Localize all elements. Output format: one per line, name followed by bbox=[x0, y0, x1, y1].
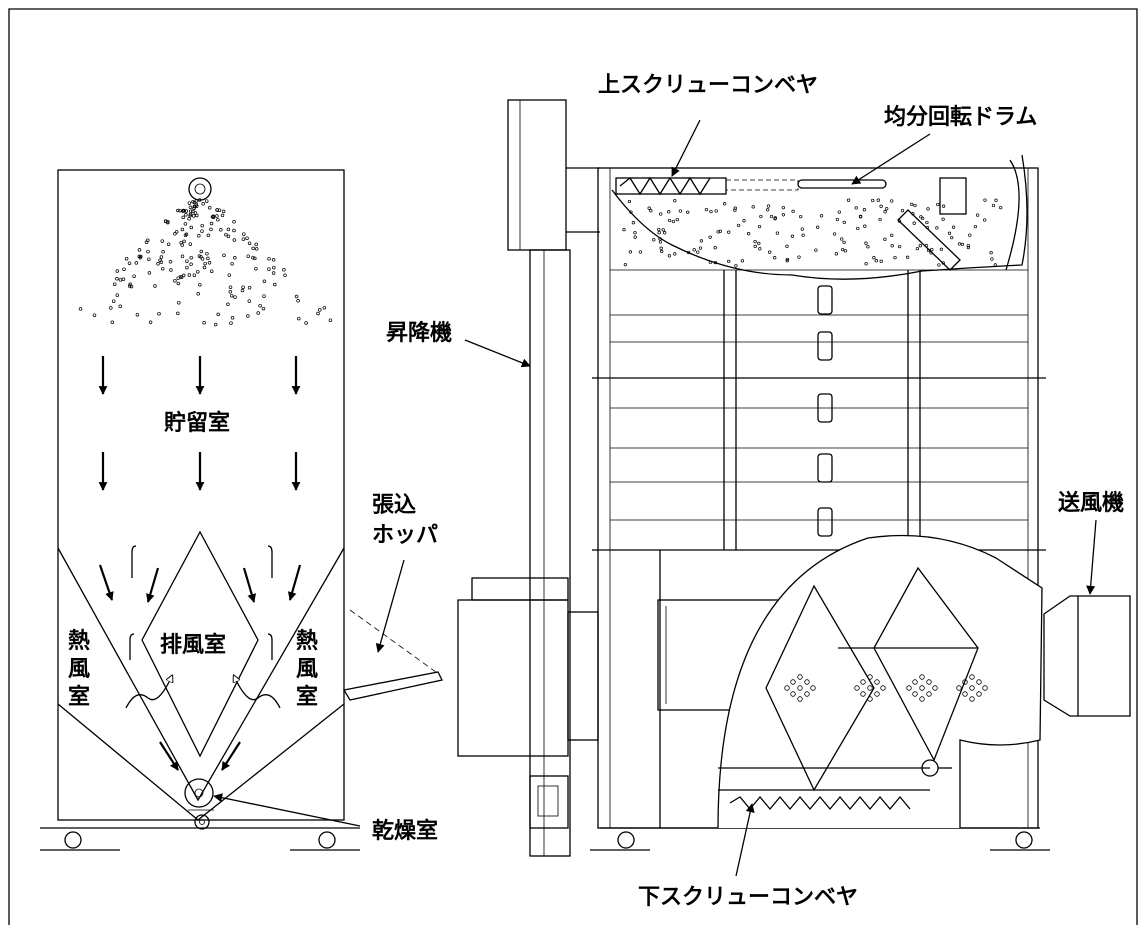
loading-hopper bbox=[342, 609, 443, 701]
label-drying-chamber: 乾燥室 bbox=[372, 818, 438, 844]
label-hot-air-left-2: 風 bbox=[68, 657, 90, 682]
dryer-body bbox=[590, 154, 1050, 851]
air-flow-arrows bbox=[125, 676, 281, 709]
burner-box bbox=[457, 577, 599, 757]
label-elevator: 昇降機 bbox=[386, 321, 452, 346]
label-exhaust-chamber: 排風室 bbox=[160, 632, 226, 658]
label-storage-chamber: 貯留室 bbox=[164, 410, 230, 436]
label-upper-screw-conveyor: 上スクリューコンベヤ bbox=[598, 73, 818, 98]
label-hot-air-right-3: 室 bbox=[296, 684, 318, 710]
elevator bbox=[507, 99, 600, 857]
label-loading-hopper-1: 張込 bbox=[372, 493, 416, 518]
figure-frame bbox=[8, 8, 1138, 925]
label-blower: 送風機 bbox=[1058, 490, 1124, 516]
label-lower-screw-conveyor: 下スクリューコンベヤ bbox=[638, 885, 858, 910]
label-hot-air-left-3: 室 bbox=[68, 684, 90, 710]
label-hot-air-left-1: 熱 bbox=[68, 628, 90, 654]
label-hot-air-right-1: 熱 bbox=[296, 628, 318, 654]
leader-lines bbox=[213, 119, 1097, 877]
grain-dots-storage bbox=[78, 198, 333, 327]
grain-flow-arrows bbox=[98, 356, 302, 771]
grain-dots-upper bbox=[622, 198, 1003, 268]
label-hot-air-right-2: 風 bbox=[296, 657, 318, 682]
label-leveling-drum: 均分回転ドラム bbox=[884, 104, 1037, 130]
cross-section-view bbox=[40, 169, 360, 851]
label-loading-hopper-2: ホッパ bbox=[372, 523, 438, 548]
blower bbox=[1043, 595, 1131, 717]
